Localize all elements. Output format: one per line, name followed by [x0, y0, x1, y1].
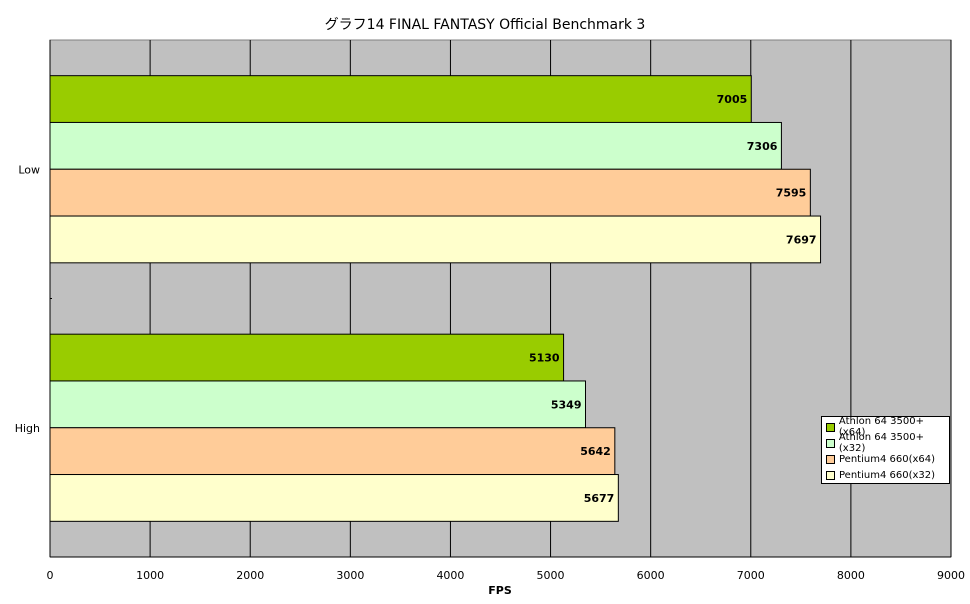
x-tick-label: 3000 [336, 569, 364, 582]
bar-value-label: 5642 [580, 445, 611, 458]
x-tick-label: 9000 [937, 569, 965, 582]
bar-value-label: 7306 [747, 140, 778, 153]
bar [49, 121, 782, 170]
bar-value-label: 7005 [717, 93, 748, 106]
bar-value-label: 7697 [786, 233, 817, 246]
legend-swatch [826, 438, 835, 448]
category-label: High [15, 422, 40, 435]
legend-label: Pentium4 660(x64) [839, 453, 936, 465]
bar [49, 168, 811, 217]
legend-item: Athlon 64 3500+(x32) [826, 432, 949, 454]
legend-swatch [826, 454, 835, 464]
x-tick-label: 2000 [236, 569, 264, 582]
x-tick-label: 6000 [637, 569, 665, 582]
x-tick-label: 4000 [436, 569, 464, 582]
bar [49, 427, 616, 476]
bar-value-label: 7595 [776, 187, 807, 200]
legend-swatch [826, 422, 835, 432]
bar-value-label: 5130 [529, 352, 560, 365]
legend-swatch [826, 470, 835, 480]
legend-item: Pentium4 660(x32) [826, 467, 949, 483]
x-axis-label: FPS [488, 584, 512, 597]
legend-item: Athlon 64 3500+(x64) [826, 416, 949, 438]
legend: Athlon 64 3500+(x64)Athlon 64 3500+(x32)… [821, 416, 950, 484]
legend-label: Pentium4 660(x32) [839, 469, 936, 481]
bar [49, 380, 586, 429]
bar [49, 75, 752, 123]
bar [49, 215, 822, 264]
bar [49, 474, 619, 522]
x-tick-label: 5000 [537, 569, 565, 582]
legend-item: Pentium4 660(x64) [826, 451, 949, 467]
legend-label: Athlon 64 3500+(x32) [838, 432, 924, 454]
x-tick-label: 0 [47, 569, 54, 582]
x-tick-label: 8000 [837, 569, 865, 582]
x-tick-label: 1000 [136, 569, 164, 582]
category-label: Low [18, 163, 40, 176]
bar-value-label: 5677 [584, 492, 615, 505]
chart-title: グラフ14 FINAL FANTASY Official Benchmark 3 [324, 17, 646, 33]
legend-label: Athlon 64 3500+(x64) [838, 416, 924, 438]
bar [49, 333, 565, 382]
bar-value-label: 5349 [551, 398, 582, 411]
x-tick-label: 7000 [737, 569, 765, 582]
